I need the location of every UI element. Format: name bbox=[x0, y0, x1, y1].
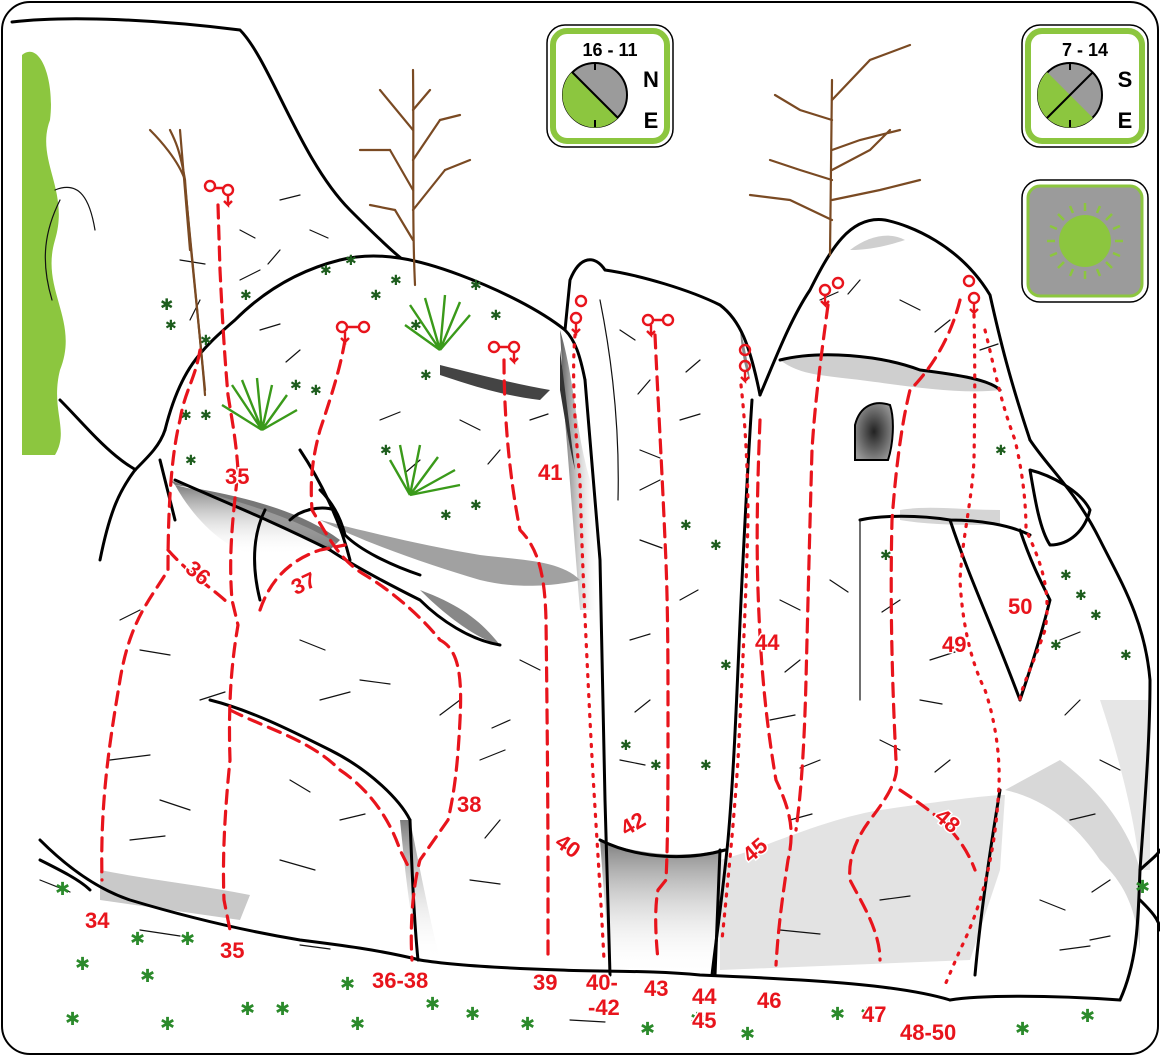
svg-text:✱: ✱ bbox=[425, 994, 440, 1014]
svg-text:✱: ✱ bbox=[75, 954, 90, 974]
svg-text:✱: ✱ bbox=[240, 999, 255, 1019]
route-label: 49 bbox=[942, 632, 966, 657]
svg-text:✱: ✱ bbox=[130, 929, 145, 949]
svg-text:✱: ✱ bbox=[350, 1014, 365, 1034]
svg-text:✱: ✱ bbox=[320, 262, 332, 278]
svg-text:✱: ✱ bbox=[1075, 587, 1087, 603]
route-label: 41 bbox=[538, 460, 562, 485]
compass-icon bbox=[1037, 63, 1102, 128]
svg-text:✱: ✱ bbox=[440, 507, 452, 523]
badge-time: 7 - 14 bbox=[1062, 40, 1108, 60]
svg-text:✱: ✱ bbox=[520, 1014, 535, 1034]
badge-dir1: S bbox=[1118, 67, 1133, 92]
svg-text:✱: ✱ bbox=[380, 442, 392, 458]
svg-text:✱: ✱ bbox=[160, 297, 173, 314]
svg-text:✱: ✱ bbox=[700, 757, 712, 773]
svg-text:✱: ✱ bbox=[710, 537, 722, 553]
base-label: -42 bbox=[588, 995, 620, 1020]
svg-text:✱: ✱ bbox=[1060, 567, 1072, 583]
svg-text:✱: ✱ bbox=[275, 999, 290, 1019]
orientation-badge-se: 7 - 14 S E bbox=[1022, 25, 1148, 147]
svg-text:✱: ✱ bbox=[995, 442, 1007, 458]
svg-text:✱: ✱ bbox=[465, 1004, 480, 1024]
svg-text:✱: ✱ bbox=[160, 1014, 175, 1034]
base-label: 43 bbox=[644, 976, 668, 1001]
svg-text:✱: ✱ bbox=[640, 1019, 655, 1039]
base-label: 34 bbox=[85, 908, 110, 933]
svg-text:✱: ✱ bbox=[620, 737, 632, 753]
svg-text:✱: ✱ bbox=[290, 377, 302, 393]
cave bbox=[855, 403, 893, 460]
svg-text:✱: ✱ bbox=[1050, 637, 1062, 653]
svg-text:✱: ✱ bbox=[830, 1004, 845, 1024]
svg-text:✱: ✱ bbox=[140, 966, 155, 986]
route-label: 38 bbox=[457, 792, 481, 817]
svg-text:✱: ✱ bbox=[180, 929, 195, 949]
base-label: 47 bbox=[862, 1002, 886, 1027]
svg-text:✱: ✱ bbox=[1120, 647, 1132, 663]
svg-text:✱: ✱ bbox=[390, 272, 402, 288]
svg-text:✱: ✱ bbox=[420, 367, 432, 383]
svg-text:✱: ✱ bbox=[185, 452, 197, 468]
badge-dir2: E bbox=[644, 108, 659, 133]
compass-icon bbox=[562, 63, 627, 128]
svg-text:✱: ✱ bbox=[370, 287, 382, 303]
svg-text:✱: ✱ bbox=[470, 497, 482, 513]
base-label: 39 bbox=[533, 970, 557, 995]
svg-text:✱: ✱ bbox=[55, 879, 70, 899]
badge-time: 16 - 11 bbox=[582, 40, 637, 60]
svg-text:✱: ✱ bbox=[720, 657, 732, 673]
route-label: 50 bbox=[1008, 594, 1032, 619]
base-label: 46 bbox=[757, 988, 781, 1013]
base-label: 36-38 bbox=[372, 968, 428, 993]
svg-text:✱: ✱ bbox=[340, 974, 355, 994]
route-label: 44 bbox=[755, 630, 780, 655]
svg-text:✱: ✱ bbox=[165, 317, 177, 333]
badge-dir2: E bbox=[1118, 108, 1133, 133]
svg-text:✱: ✱ bbox=[65, 1009, 80, 1029]
svg-text:✱: ✱ bbox=[200, 407, 212, 423]
base-label: 45 bbox=[692, 1008, 716, 1033]
base-label: 44 bbox=[692, 984, 717, 1009]
svg-text:✱: ✱ bbox=[1015, 1019, 1030, 1039]
svg-text:✱: ✱ bbox=[1135, 877, 1150, 897]
svg-text:✱: ✱ bbox=[1080, 1006, 1095, 1026]
svg-text:✱: ✱ bbox=[740, 1024, 755, 1044]
sun-badge bbox=[1022, 180, 1148, 302]
badge-dir1: N bbox=[643, 67, 659, 92]
base-label: 40- bbox=[586, 970, 618, 995]
svg-text:✱: ✱ bbox=[1090, 607, 1102, 623]
svg-text:✱: ✱ bbox=[345, 252, 357, 268]
svg-text:✱: ✱ bbox=[680, 517, 692, 533]
route-label: 35 bbox=[225, 464, 249, 489]
svg-text:✱: ✱ bbox=[650, 757, 662, 773]
base-label: 48-50 bbox=[900, 1020, 956, 1045]
svg-text:✱: ✱ bbox=[310, 382, 322, 398]
svg-text:✱: ✱ bbox=[240, 287, 252, 303]
svg-text:✱: ✱ bbox=[470, 277, 482, 293]
svg-text:✱: ✱ bbox=[490, 307, 502, 323]
base-label: 35 bbox=[220, 938, 244, 963]
orientation-badge-ne: 16 - 11 N E bbox=[547, 25, 673, 147]
